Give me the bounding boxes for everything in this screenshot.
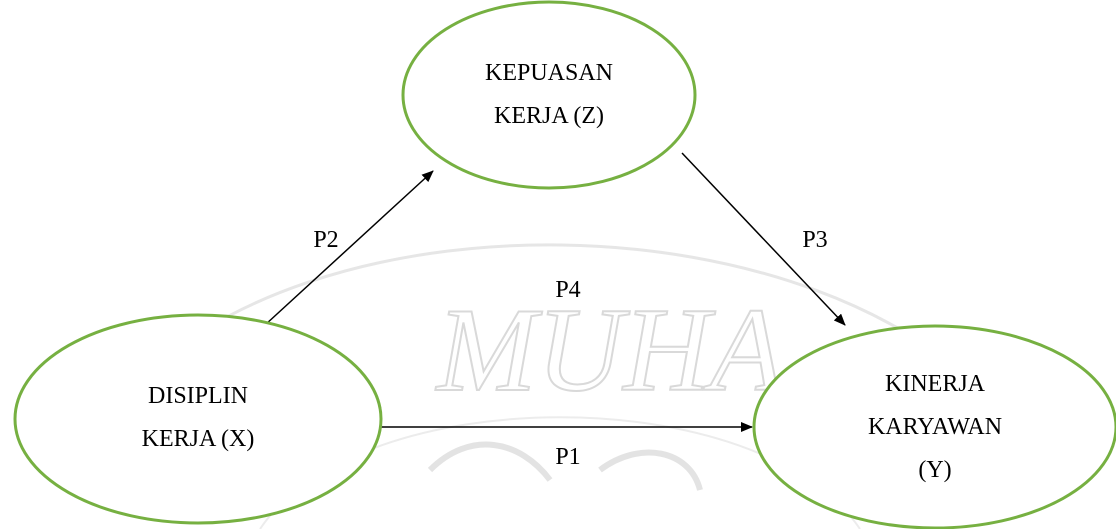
node-kepuasan-kerja: KEPUASAN KERJA (Z) [401,0,697,190]
node-y-line1: KINERJA [885,371,986,397]
arrow-z-to-y [681,152,846,326]
node-y-line3: (Y) [918,457,951,483]
node-kinerja-karyawan: KINERJA KARYAWAN (Y) [752,324,1116,529]
node-y-line2: KARYAWAN [868,414,1002,440]
arrow-x-to-z [264,170,434,326]
watermark-text: MUHA [435,283,784,416]
node-z-line2: KERJA (Z) [494,103,604,129]
path-label-p1: P1 [555,444,580,470]
node-z-line1: KEPUASAN [485,60,613,86]
watermark-seal: MUHA [118,243,1012,529]
node-x-line1: DISIPLIN [148,383,248,409]
path-label-p4: P4 [555,277,580,303]
path-label-p3: P3 [802,227,827,253]
node-x-line2: KERJA (X) [142,426,255,452]
path-label-p2: P2 [313,227,338,253]
node-disiplin-kerja: DISIPLIN KERJA (X) [13,313,383,525]
